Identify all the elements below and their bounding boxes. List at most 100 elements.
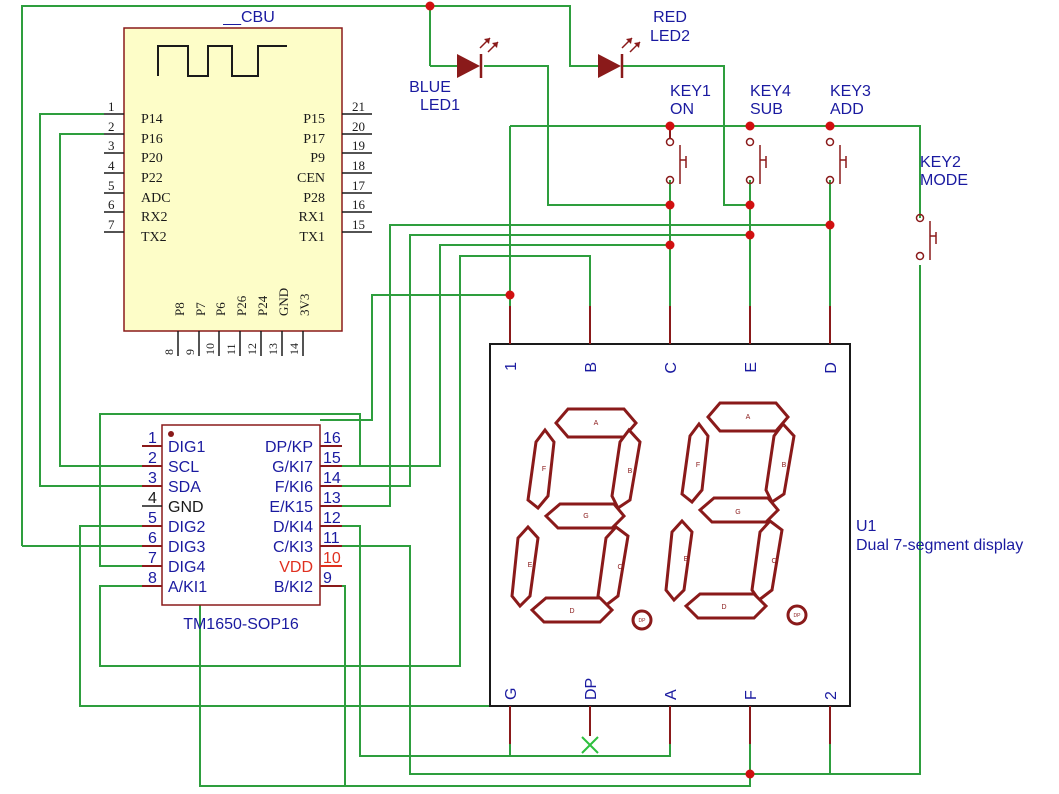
junction-dot <box>745 200 755 210</box>
tm-pin-num: 3 <box>148 470 157 487</box>
display-desc: Dual 7-segment display <box>856 537 1023 554</box>
segment-label: A <box>594 420 599 427</box>
wire-f-ki6 <box>320 234 750 487</box>
wire-red-led-out <box>622 65 750 206</box>
tm-pin-name: DIG1 <box>168 439 205 456</box>
cbu-body <box>123 27 343 332</box>
key3: KEY3 ADD <box>825 83 871 185</box>
tm1650-body <box>161 424 321 606</box>
segment-label: B <box>782 462 787 469</box>
tm1650-left-pins: 1 2 3 4 5 6 7 8 DIG1 SCL SDA GND DIG2 DI… <box>142 430 207 596</box>
key1-function: ON <box>670 101 694 118</box>
display-pin-bottom: F <box>743 690 760 700</box>
cbu-pin-name: TX1 <box>299 230 325 245</box>
cbu-pin-num: 1 <box>108 99 115 114</box>
display-pin-bottom: 2 <box>823 691 840 700</box>
digit-1: A B C D E F G DP <box>510 407 653 631</box>
cbu-pin-name: P16 <box>141 132 163 147</box>
tm-pin-num: 5 <box>148 510 157 527</box>
segment-label: D <box>569 608 574 615</box>
tm-pin-name: D/KI4 <box>273 519 313 536</box>
junction-dot <box>825 220 835 230</box>
wire-blue-led-out <box>484 65 670 206</box>
cbu-pin-num: 8 <box>162 349 176 355</box>
cbu-pin-num: 20 <box>352 119 365 134</box>
blue-led: BLUE LED1 <box>409 37 499 114</box>
tm-pin-name: VDD <box>279 559 313 576</box>
segment-g <box>697 496 781 524</box>
cbu-pin-name: P6 <box>213 302 228 316</box>
segment-a <box>706 401 790 433</box>
tm-pin-name: G/KI7 <box>272 459 313 476</box>
red-led-ref: LED2 <box>650 28 690 45</box>
red-led-label: RED <box>653 9 687 26</box>
segment-label: DP <box>639 618 647 624</box>
cbu-pin-num: 2 <box>108 119 115 134</box>
segment-label: C <box>771 558 776 565</box>
tm-pin-name: A/KI1 <box>168 579 207 596</box>
segment-label: F <box>542 466 546 473</box>
wire-e-k15 <box>320 224 830 507</box>
tm-pin-name: GND <box>168 499 204 516</box>
display-pin-top: E <box>743 362 760 373</box>
key1: KEY1 ON <box>665 83 711 185</box>
key2-label: KEY2 <box>920 154 961 171</box>
cbu-pin-num: 18 <box>352 158 365 173</box>
tm1650-part-label: TM1650-SOP16 <box>183 616 299 633</box>
cbu-pin-name: P26 <box>234 295 249 316</box>
cbu-pin-name: P20 <box>141 151 163 166</box>
cbu-pin-num: 17 <box>352 178 366 193</box>
tm-pin-name: SDA <box>168 479 201 496</box>
cbu-pin-name: 3V3 <box>297 294 312 316</box>
junctions <box>425 1 835 779</box>
segment-dp <box>631 609 653 631</box>
junction-dot <box>745 121 755 131</box>
tm1650-right-pins: 16 15 14 13 12 11 10 9 DP/KP G/KI7 F/KI6… <box>265 430 342 596</box>
cbu-pin-num: 14 <box>287 343 301 355</box>
cbu-pin-name: P8 <box>172 302 187 316</box>
segment-label: B <box>628 468 633 475</box>
key2-function: MODE <box>920 172 968 189</box>
segment-label: C <box>617 564 622 571</box>
tm-pin-name: C/KI3 <box>273 539 313 556</box>
tm-pin-num: 16 <box>323 430 341 447</box>
wire-c-ki3 <box>320 265 921 775</box>
segment-dp <box>786 604 808 626</box>
tm-pin-name: DIG2 <box>168 519 205 536</box>
tm-pin-name: DIG4 <box>168 559 205 576</box>
blue-led-ref: LED1 <box>420 97 460 114</box>
cbu-pin-num: 11 <box>224 343 238 355</box>
tm-pin-name: SCL <box>168 459 199 476</box>
tm-pin-num: 2 <box>148 450 157 467</box>
display-pin-top: B <box>583 362 600 373</box>
key4-label: KEY4 <box>750 83 791 100</box>
cbu-pin-name: P14 <box>141 112 163 127</box>
junction-dot <box>425 1 435 11</box>
segment-label: F <box>696 462 700 469</box>
display-pin-top: D <box>823 362 840 374</box>
wire-vcc-rail <box>21 5 605 546</box>
tm-pin-name: F/KI6 <box>275 479 313 496</box>
tm-pin-num: 14 <box>323 470 341 487</box>
key3-function: ADD <box>830 101 864 118</box>
key3-label: KEY3 <box>830 83 871 100</box>
cbu-pin-num: 15 <box>352 217 365 232</box>
tm-pin-name: DP/KP <box>265 439 313 456</box>
segment-label: E <box>684 556 689 563</box>
display-pin-bottom: A <box>663 689 680 700</box>
junction-dot <box>745 769 755 779</box>
wire-a-ki1 <box>99 255 591 667</box>
cbu-pin-num: 12 <box>245 343 259 355</box>
cbu-pin-num: 10 <box>203 343 217 355</box>
cbu-pin-name: P28 <box>303 191 325 206</box>
cbu-module: __CBU 1 2 3 4 5 6 7 P14 P16 P20 P22 ADC … <box>104 9 372 356</box>
cbu-bottom-pins: P8 P7 P6 P26 P24 GND 3V3 8 9 10 11 12 13… <box>162 288 312 356</box>
cbu-pin-num: 4 <box>108 158 115 173</box>
wire-key-common <box>510 125 921 218</box>
wire-g-ki7 <box>320 244 670 467</box>
tm-pin-num: 13 <box>323 490 341 507</box>
tm1650-chip: 1 2 3 4 5 6 7 8 DIG1 SCL SDA GND DIG2 DI… <box>142 424 342 633</box>
red-led-icon <box>598 54 621 78</box>
junction-dot <box>745 230 755 240</box>
